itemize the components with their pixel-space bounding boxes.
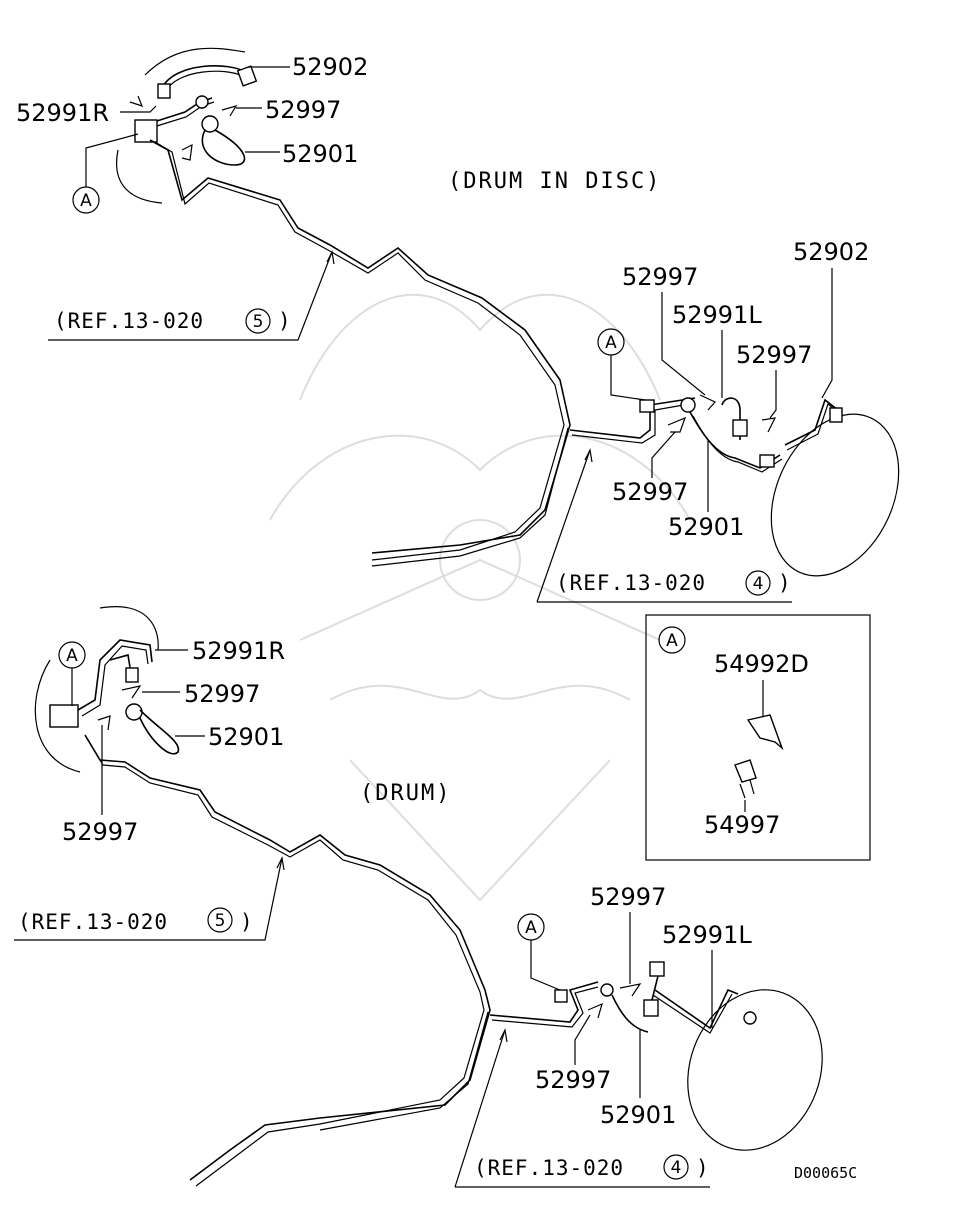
- watermark-emblem: [269, 293, 691, 902]
- label-52997-bottom-left: 52997: [184, 680, 260, 708]
- label-52991l-top-right: 52991L: [672, 301, 762, 329]
- label-54997: 54997: [704, 811, 780, 839]
- bottom-caption: (DRUM): [360, 781, 451, 806]
- label-52902-top-right: 52902: [793, 238, 869, 266]
- label-52997-bottom-left-lower: 52997: [62, 818, 138, 846]
- ref-right-bottom-close: ): [696, 1156, 710, 1180]
- ref-right-top-close: ): [778, 571, 792, 595]
- detail-a-box: A 54992D 54997: [645, 614, 871, 861]
- bottom-right-marker-a: A: [525, 918, 537, 938]
- ref-left-top-num: 5: [253, 312, 264, 332]
- label-52997-top-left: 52997: [265, 96, 341, 124]
- label-52901-top-left: 52901: [282, 140, 358, 168]
- top-caption: (DRUM IN DISC): [448, 169, 661, 194]
- top-right-marker-a: A: [605, 333, 617, 353]
- label-52997-top-right-mid: 52997: [736, 341, 812, 369]
- ref-right-bottom-num: 4: [671, 1158, 682, 1178]
- ref-left-bottom: (REF.13-020: [18, 910, 168, 934]
- label-52991l-bottom-right: 52991L: [662, 921, 752, 949]
- bottom-left-marker-a: A: [66, 646, 78, 666]
- label-52991r-top-left: 52991R: [16, 99, 109, 127]
- label-52902-top-left: 52902: [292, 53, 368, 81]
- bottom-section: (DRUM) A 52991R 52997 52901: [14, 606, 823, 1188]
- label-52997-top-right-lower: 52997: [612, 478, 688, 506]
- label-52901-bottom-right: 52901: [600, 1101, 676, 1129]
- label-52997-top-right-upper: 52997: [622, 263, 698, 291]
- ref-left-top: (REF.13-020: [54, 309, 204, 333]
- ref-left-top-close: ): [278, 309, 292, 333]
- label-52997-bottom-right-lower: 52997: [535, 1066, 611, 1094]
- top-section: (DRUM IN DISC) A 52902: [16, 47, 900, 603]
- top-left-assembly: A 52902 52991R 52997 52901 (REF.13-020 5…: [16, 47, 571, 567]
- ref-left-bottom-close: ): [240, 910, 254, 934]
- bottom-left-assembly: A 52991R 52997 52901 52997 (REF.13-020 5…: [14, 606, 491, 1187]
- ref-left-bottom-num: 5: [215, 911, 226, 931]
- label-52901-top-right: 52901: [668, 513, 744, 541]
- bottom-right-assembly: A 52997 52991L 52997 52901 (REF.13-020 4…: [454, 883, 823, 1188]
- label-52901-bottom-left: 52901: [208, 723, 284, 751]
- label-52991r-bottom-left: 52991R: [192, 637, 285, 665]
- label-52997-bottom-right-upper: 52997: [590, 883, 666, 911]
- ref-right-top: (REF.13-020: [556, 571, 706, 595]
- top-right-assembly: A 52997 52902 52991L 52997 52997 52901 (…: [536, 238, 900, 603]
- detail-a-marker: A: [666, 631, 678, 651]
- top-left-marker-a: A: [80, 191, 92, 211]
- ref-right-top-num: 4: [753, 574, 764, 594]
- ref-right-bottom: (REF.13-020: [474, 1156, 624, 1180]
- diagram-code: D00065C: [794, 1164, 857, 1182]
- label-54992d: 54992D: [714, 650, 809, 678]
